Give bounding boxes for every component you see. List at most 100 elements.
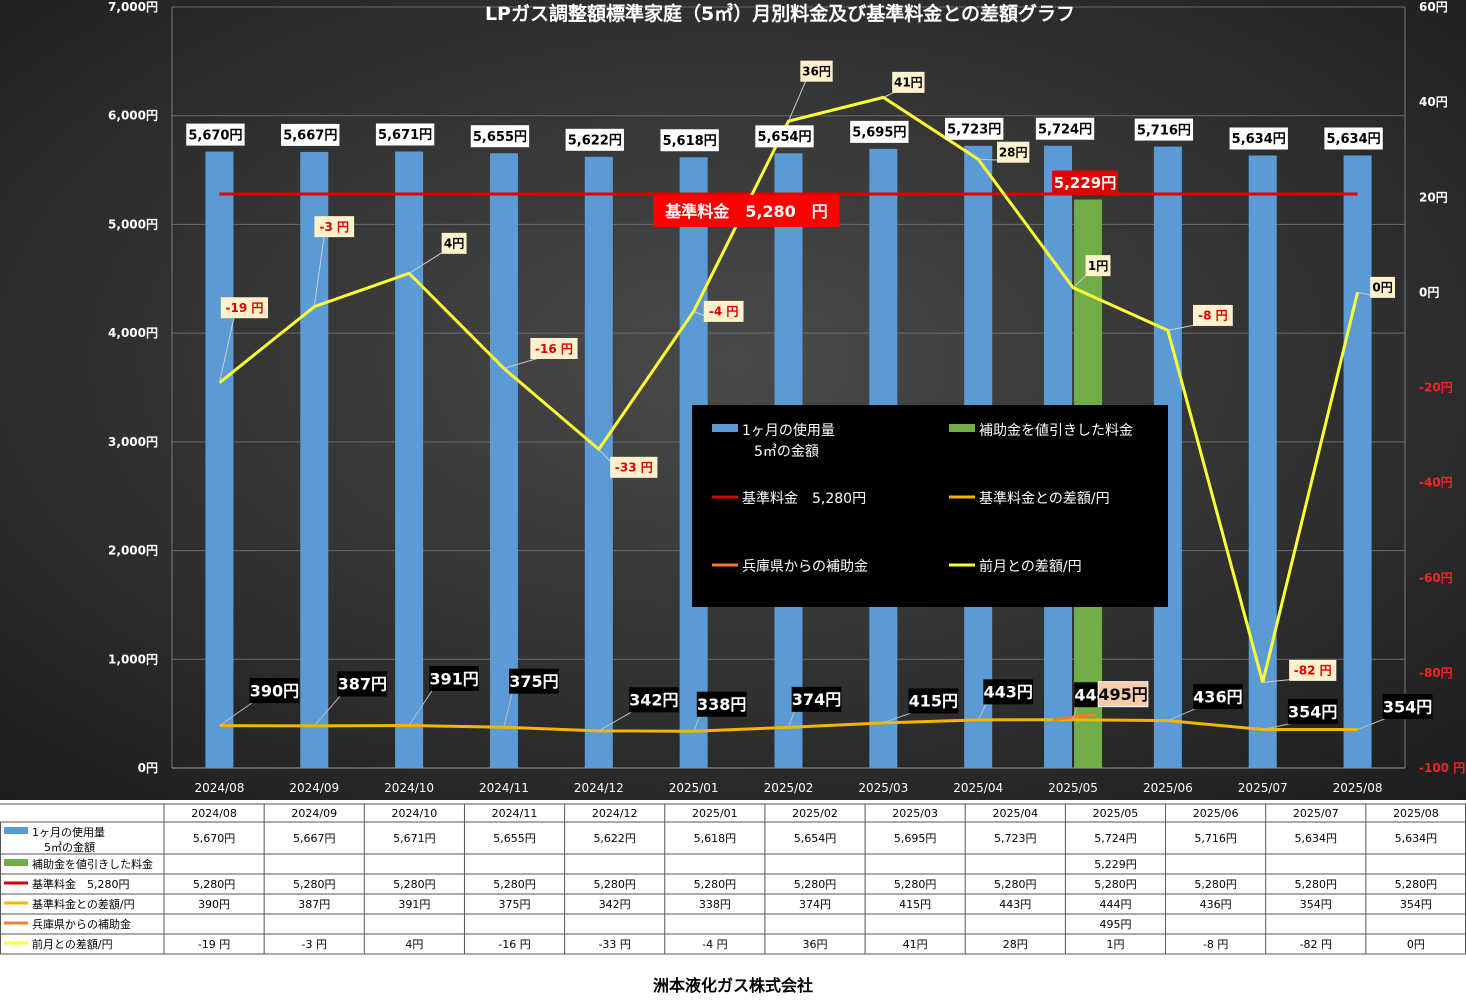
table-cell: 5,229円	[1094, 858, 1137, 871]
y-right-tick-label: -40円	[1419, 476, 1453, 490]
bar-value-label-box	[565, 128, 624, 151]
bar-value-label: 5,667円	[283, 129, 337, 144]
month-diff-label: -4 円	[709, 305, 739, 319]
bar-value-label-box	[660, 129, 719, 152]
legend-swatch	[712, 424, 738, 432]
table-cell: 375円	[499, 898, 531, 911]
leader-line	[313, 695, 341, 727]
legend-box	[692, 405, 1168, 607]
bar-monthly-fee	[489, 153, 518, 769]
table-cell: 5,280円	[1295, 878, 1338, 891]
table-row-label: 1ヶ月の使用量	[32, 826, 105, 839]
table-cell: -33 円	[598, 938, 630, 951]
month-diff-label: 0円	[1372, 281, 1392, 295]
bar-value-label: 5,671円	[378, 128, 432, 143]
table-cell: 5,634円	[1295, 832, 1338, 845]
table-cell: 5,280円	[493, 878, 536, 891]
bar-monthly-fee	[584, 156, 613, 768]
y-right-tick-label: 20円	[1419, 190, 1448, 204]
table-header-cell: 2025/03	[892, 807, 938, 820]
bar-value-label: 5,716円	[1137, 123, 1191, 138]
bar-value-label-box	[945, 117, 1004, 140]
month-diff-label: 36円	[802, 64, 831, 78]
table-cell: 374円	[799, 898, 831, 911]
table-cell: 5,280円	[293, 878, 336, 891]
bar-value-label-box	[375, 123, 435, 146]
month-diff-label-box	[997, 141, 1030, 163]
bar-value-label-box	[281, 123, 340, 146]
month-diff-label-box	[1193, 304, 1233, 326]
month-diff-label-box	[703, 300, 744, 322]
table-cell: 5,671円	[393, 832, 436, 845]
x-tick-label: 2025/02	[764, 781, 814, 795]
base-diff-label: 443円	[983, 683, 1032, 702]
bar-value-label-box	[1229, 127, 1288, 150]
leader-line	[1357, 718, 1386, 730]
table-header-cell: 2024/09	[291, 807, 337, 820]
table-cell: 390円	[198, 898, 230, 911]
bar-value-label: 5,670円	[188, 128, 242, 143]
table-cell: 5,280円	[694, 878, 737, 891]
base-fee-annotation: 基準料金 5,280 円	[664, 202, 828, 221]
table-cell: 5,634円	[1395, 832, 1438, 845]
base-diff-label-box	[249, 678, 300, 704]
base-diff-label-box	[509, 668, 559, 694]
x-tick-label: 2024/10	[384, 781, 434, 795]
bar-value-label-box	[755, 125, 814, 148]
month-diff-label: -3 円	[320, 220, 350, 234]
bar-value-label: 5,654円	[757, 130, 811, 145]
month-diff-label: 4円	[444, 237, 464, 251]
y-right-tick-label: -80円	[1419, 666, 1453, 680]
leader-line	[1357, 291, 1373, 296]
table-cell: 36円	[803, 938, 828, 951]
leader-line	[219, 702, 253, 727]
table-cell: 354円	[1400, 898, 1432, 911]
bar-value-label: 5,695円	[852, 126, 906, 141]
x-tick-label: 2025/06	[1143, 781, 1193, 795]
month-diff-label: -19 円	[225, 301, 263, 315]
base-diff-label-box	[1382, 694, 1433, 720]
bar-value-label-box	[186, 123, 245, 146]
table-row-label: 基準料金 5,280円	[32, 877, 130, 891]
bar-value-label-box	[470, 125, 530, 148]
y-right-tick-label: 60円	[1419, 0, 1448, 14]
base-diff-label: 354円	[1383, 697, 1432, 716]
x-tick-label: 2024/11	[479, 781, 529, 795]
table-row-swatch	[4, 859, 28, 866]
y-left-tick-label: 5,000円	[108, 217, 158, 231]
bar-monthly-fee	[1343, 155, 1372, 768]
bar-value-label-box	[1035, 117, 1095, 140]
bar-value-label: 5,634円	[1327, 132, 1381, 147]
y-right-tick-label: 0円	[1419, 285, 1439, 299]
base-diff-label: 342円	[629, 691, 678, 710]
y-right-tick-label: 40円	[1419, 95, 1448, 109]
base-diff-label: 415円	[909, 692, 958, 711]
base-diff-label-box	[429, 665, 479, 691]
base-diff-label: 387円	[338, 675, 387, 694]
table-cell: 5,618円	[694, 832, 737, 845]
base-diff-label: 374円	[792, 690, 841, 709]
table-cell: 387円	[298, 898, 330, 911]
chart-title: LPガス調整額標準家庭（5㎥）月別料金及び基準料金との差額グラフ	[485, 2, 1075, 25]
table-cell: 436円	[1200, 898, 1232, 911]
table-header-cell: 2025/04	[992, 807, 1038, 820]
base-diff-label: 390円	[250, 681, 299, 700]
chart-svg: 0円1,000円2,000円3,000円4,000円5,000円6,000円7,…	[0, 0, 1466, 955]
y-left-tick-label: 0円	[138, 761, 158, 775]
legend-label: 基準料金との差額/円	[979, 490, 1110, 507]
base-diff-label-box	[628, 687, 679, 713]
prefecture-subsidy-label-box	[1097, 681, 1149, 708]
table-cell: 5,716円	[1194, 832, 1237, 845]
month-diff-label: -82 円	[1294, 664, 1332, 678]
table-cell: 5,622円	[593, 832, 636, 845]
table-cell: 1円	[1106, 938, 1124, 951]
table-cell: 444円	[1099, 898, 1131, 911]
month-diff-label: 28円	[999, 146, 1028, 160]
month-diff-label-box	[892, 71, 925, 93]
table-cell: 4円	[405, 938, 423, 951]
month-diff-label-box	[441, 232, 467, 254]
subsidized-value-label: 5,229円	[1054, 174, 1116, 192]
y-right-tick-label: -20円	[1419, 381, 1453, 395]
base-diff-label-box	[791, 686, 842, 712]
x-tick-label: 2024/09	[289, 781, 339, 795]
